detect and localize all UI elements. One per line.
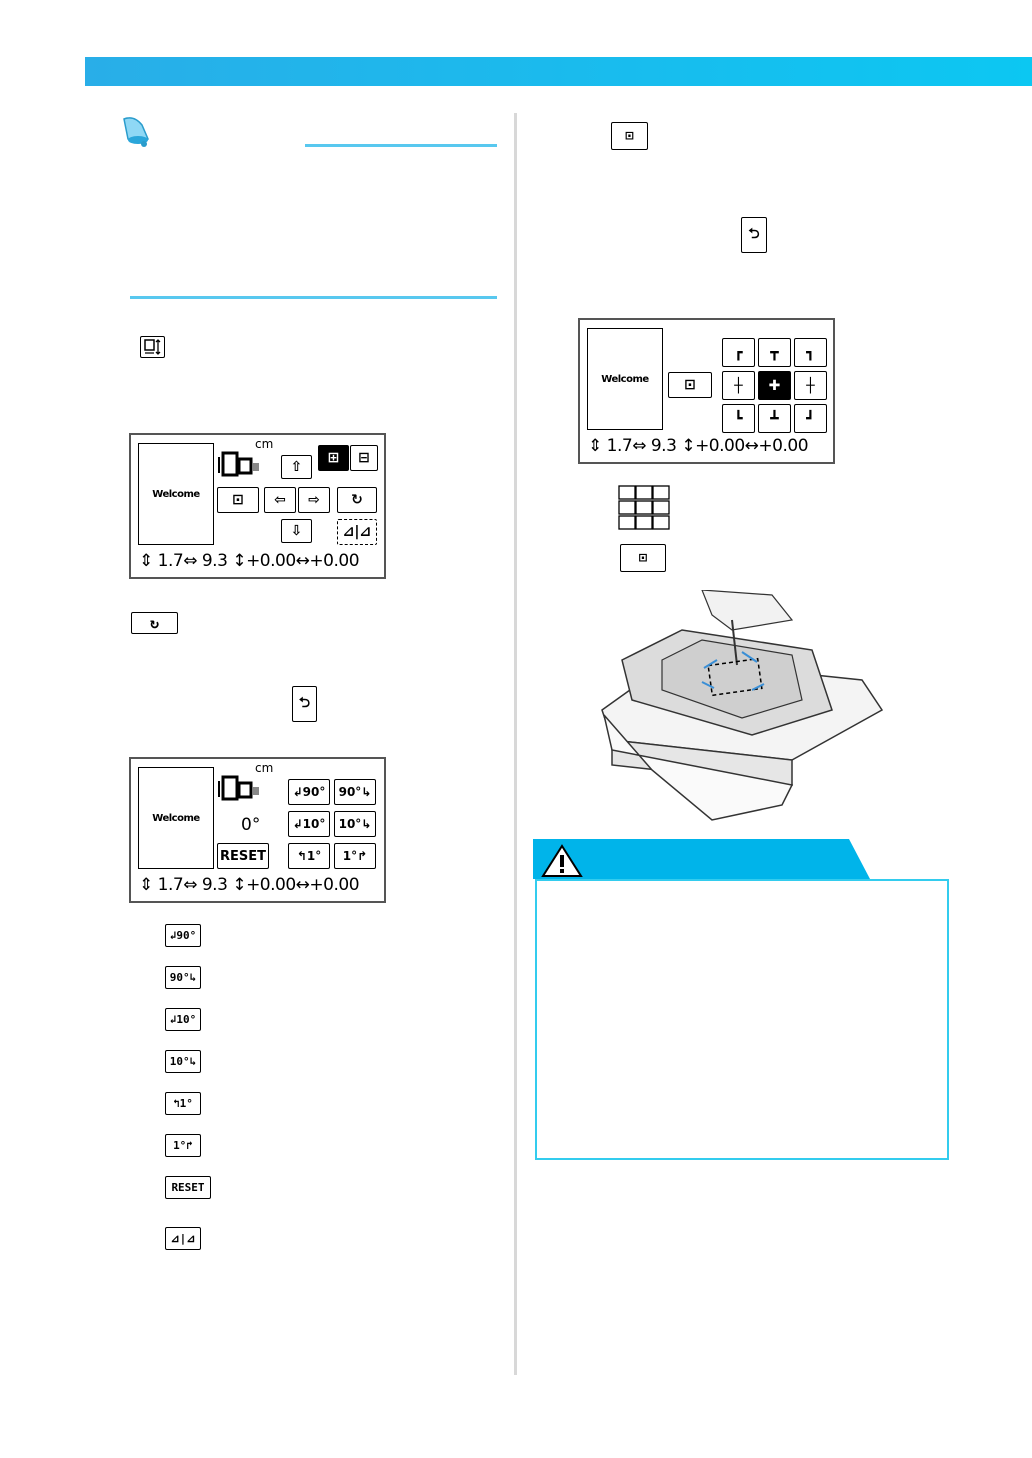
back-arrow-icon[interactable]: ⮌ — [741, 217, 767, 253]
rotate-left-10-button[interactable]: ↲10° — [288, 811, 330, 837]
angle-value: 0° — [241, 815, 261, 835]
legend-mirror-icon: ⊿|⊿ — [165, 1227, 201, 1250]
rotate-left-1-button[interactable]: ↰1° — [288, 843, 330, 869]
width-icon: ⇔ — [183, 551, 197, 571]
height-value: 1.7 — [157, 551, 184, 571]
corner-bottom-right-button[interactable]: ┛ — [794, 404, 827, 433]
edge-top-button[interactable]: ┳ — [758, 338, 791, 367]
rotate-right-90-button[interactable]: 90°↳ — [334, 779, 376, 805]
unit-label: cm — [255, 761, 274, 775]
legend-rotate-right-90-icon: 90°↳ — [165, 966, 201, 989]
legend-rotate-left-1-icon: ↰1° — [165, 1092, 201, 1115]
move-up-button[interactable]: ⇧ — [281, 455, 312, 479]
lcd-screen-edit: Welcome cm ⇧ ⊞ ⊟ ⊡ ⇦ ⇨ ↻ ⇩ ⊿|⊿ ⇕ 1.7⇔ 9.… — [129, 433, 386, 579]
position-grid-icon — [618, 485, 671, 531]
memo-top-line — [305, 144, 497, 147]
back-arrow-icon[interactable]: ⮌ — [292, 686, 317, 722]
trial-start-button[interactable]: ⊡ — [668, 372, 712, 398]
warning-triangle-icon — [541, 844, 583, 878]
pattern-preview: Welcome — [138, 767, 214, 869]
legend-rotate-right-1-icon: 1°↱ — [165, 1134, 201, 1157]
status-line: ⇕ 1.7⇔ 9.3 ↕+0.00↔+0.00 — [139, 875, 360, 895]
legend-rotate-left-10-icon: ↲10° — [165, 1008, 201, 1031]
size-toggle-button[interactable]: ⊟ — [350, 445, 378, 471]
hpos-value: +0.00 — [309, 551, 360, 571]
corner-bottom-left-button[interactable]: ┗ — [722, 404, 755, 433]
size-icon[interactable] — [217, 769, 267, 803]
size-icon[interactable] — [217, 445, 267, 479]
rotate-button[interactable]: ↻ — [337, 487, 377, 513]
trial-embroidery-icon[interactable]: ⊡ — [611, 122, 648, 150]
legend-rotate-left-90-icon: ↲90° — [165, 924, 201, 947]
edge-left-button[interactable]: ┼ — [722, 371, 755, 400]
rotate-right-1-button[interactable]: 1°↱ — [334, 843, 376, 869]
legend-rotate-right-10-icon: 10°↳ — [165, 1050, 201, 1073]
rotate-right-10-button[interactable]: 10°↳ — [334, 811, 376, 837]
layout-edit-icon[interactable] — [140, 336, 165, 358]
status-line: ⇕ 1.7⇔ 9.3 ↕+0.00↔+0.00 — [588, 436, 809, 456]
rotate-left-90-button[interactable]: ↲90° — [288, 779, 330, 805]
trial-start-icon: ⊡ — [620, 544, 666, 572]
trial-button[interactable]: ⊡ — [217, 487, 259, 513]
move-right-button[interactable]: ⇨ — [298, 487, 330, 513]
legend-reset-icon: RESET — [165, 1176, 211, 1199]
corner-top-left-button[interactable]: ┏ — [722, 338, 755, 367]
pattern-preview: Welcome — [587, 328, 663, 430]
caution-header — [533, 839, 870, 879]
center-button[interactable]: ✚ — [758, 371, 791, 400]
corner-top-right-button[interactable]: ┓ — [794, 338, 827, 367]
move-down-button[interactable]: ⇩ — [281, 519, 312, 543]
lcd-screen-rotate: Welcome cm 0° RESET ↲90° 90°↳ ↲10° 10°↳ … — [129, 757, 386, 903]
height-icon: ⇕ — [139, 551, 153, 571]
lcd-screen-trial: Welcome ⊡ ┏ ┳ ┓ ┼ ✚ ┼ ┗ ┻ ┛ ⇕ 1.7⇔ 9.3 ↕… — [578, 318, 835, 464]
edge-bottom-button[interactable]: ┻ — [758, 404, 791, 433]
bell-memo-icon — [116, 113, 156, 149]
column-divider — [514, 113, 517, 1375]
caution-box — [535, 879, 949, 1160]
status-line: ⇕ 1.7⇔ 9.3 ↕+0.00↔+0.00 — [139, 551, 360, 571]
layout-toggle-button[interactable]: ⊞ — [318, 445, 349, 471]
move-left-button[interactable]: ⇦ — [264, 487, 296, 513]
unit-label: cm — [255, 437, 274, 451]
width-value: 9.3 — [201, 551, 228, 571]
edge-right-button[interactable]: ┼ — [794, 371, 827, 400]
embroidery-unit-illustration — [592, 589, 892, 830]
rotate-icon[interactable]: ↻ — [131, 612, 178, 634]
memo-bottom-line — [130, 296, 497, 299]
reset-button[interactable]: RESET — [217, 843, 269, 869]
header-bar — [85, 57, 1032, 86]
pattern-preview: Welcome — [138, 443, 214, 545]
position-grid: ┏ ┳ ┓ ┼ ✚ ┼ ┗ ┻ ┛ — [722, 338, 828, 434]
mirror-button[interactable]: ⊿|⊿ — [337, 519, 377, 545]
vpos-value: +0.00 — [246, 551, 296, 571]
